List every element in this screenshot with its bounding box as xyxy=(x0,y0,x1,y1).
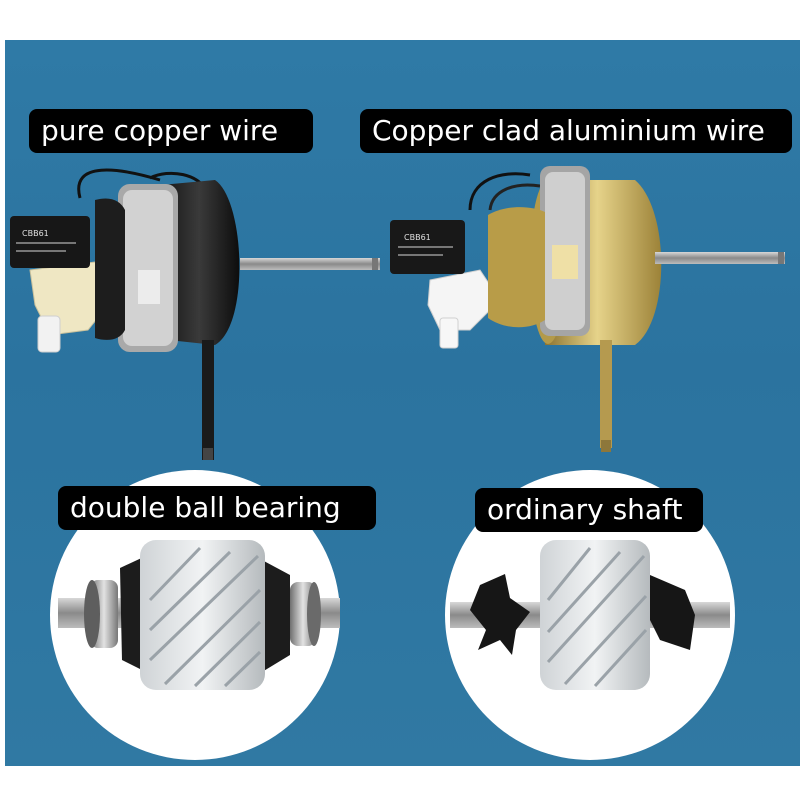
capacitor-right-mark: CBB61 xyxy=(404,233,431,242)
ordinary-shaft-rotor-image xyxy=(445,470,735,760)
capacitor-left-mark: CBB61 xyxy=(22,229,49,238)
copper-motor-image: CBB61 xyxy=(10,168,380,460)
aluminium-motor-image: CBB61 xyxy=(390,166,785,452)
label-pure-copper-wire: pure copper wire xyxy=(29,109,313,153)
label-copper-clad-aluminium-wire: Copper clad aluminium wire xyxy=(360,109,792,153)
label-double-ball-bearing: double ball bearing xyxy=(58,486,376,530)
label-ordinary-shaft: ordinary shaft xyxy=(475,488,703,532)
ball-bearing-rotor-image xyxy=(50,470,340,760)
